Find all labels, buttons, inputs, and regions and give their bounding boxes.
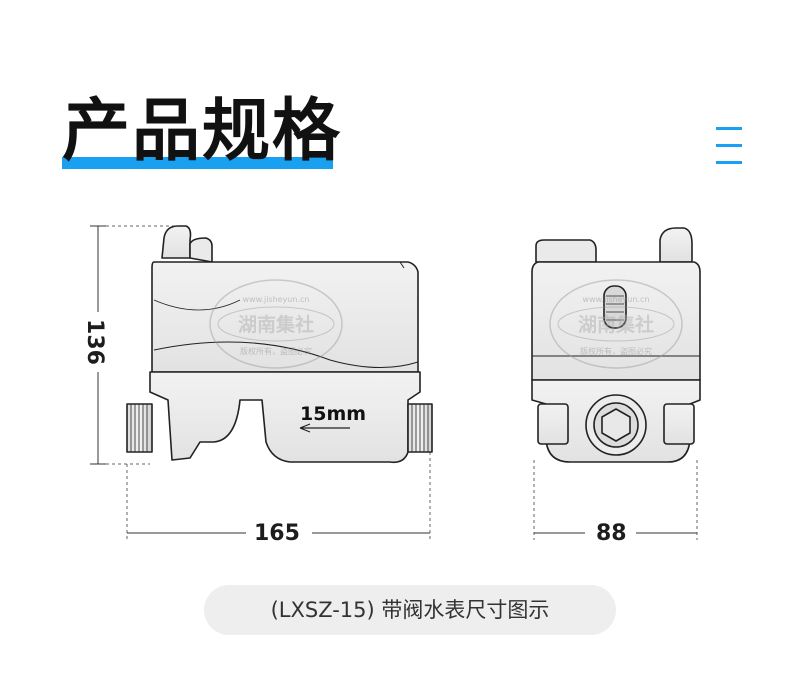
svg-text:湖南集社: 湖南集社: [238, 313, 314, 336]
page-title: 产品规格: [62, 92, 343, 171]
svg-text:湖南集社: 湖南集社: [578, 313, 654, 336]
end-view-meter: [531, 227, 701, 463]
title-underline: [62, 157, 333, 169]
svg-text:www.jisheyun.cn: www.jisheyun.cn: [243, 295, 310, 304]
side-height-dimension: [90, 225, 106, 465]
svg-text:版权所有，盗图必究: 版权所有，盗图必究: [240, 346, 312, 356]
height-dimension-label: 136: [82, 319, 107, 365]
hamburger-menu-icon[interactable]: [716, 127, 742, 165]
watermark-seal-right: www.jisheyun.cn 湖南集社 版权所有，盗图必究: [549, 279, 683, 369]
svg-text:版权所有，盗图必究: 版权所有，盗图必究: [580, 346, 652, 356]
caption-pill: (LXSZ-15) 带阀水表尺寸图示: [204, 585, 616, 635]
side-view-meter: [126, 225, 433, 464]
svg-text:www.jisheyun.cn: www.jisheyun.cn: [583, 295, 650, 304]
end-width-dimension-label: 88: [596, 521, 627, 546]
nozzle-size-label: 15mm: [300, 403, 366, 425]
watermark-seal-left: www.jisheyun.cn 湖南集社 版权所有，盗图必究: [209, 279, 343, 369]
end-extension-lines: [533, 460, 698, 540]
width-dimension-label: 165: [254, 521, 300, 546]
